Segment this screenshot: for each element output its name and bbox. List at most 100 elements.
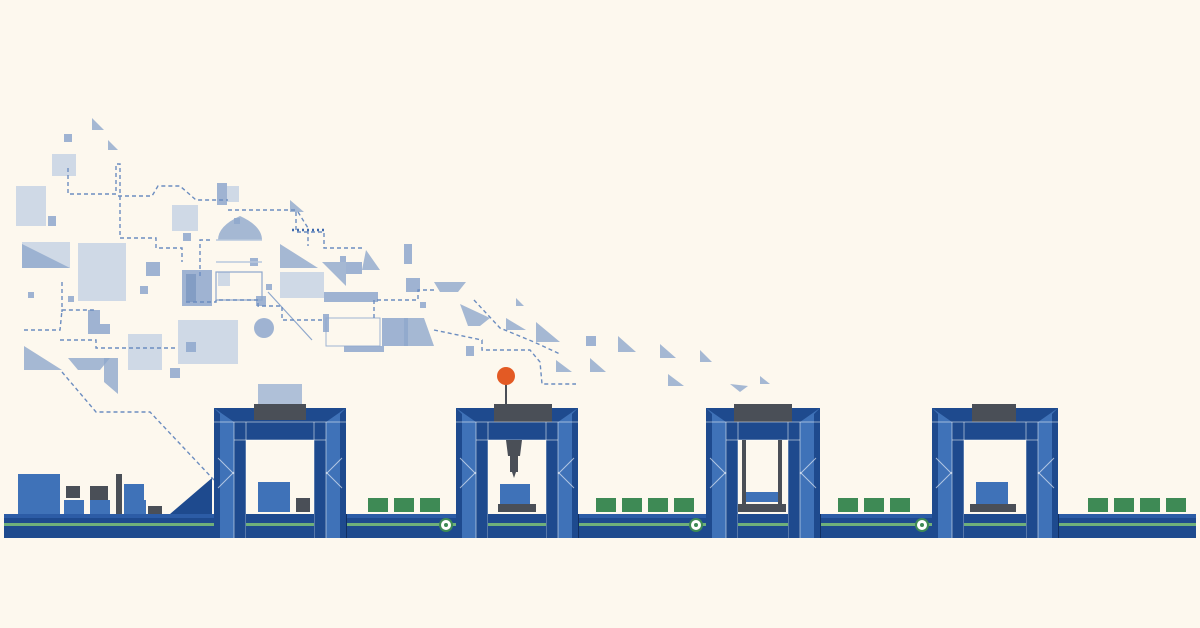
dashed-line <box>433 329 576 385</box>
fragment-square <box>382 318 408 346</box>
fragment-triangle <box>700 350 712 362</box>
product-box <box>674 498 694 512</box>
fragment-circle <box>254 318 274 338</box>
station-leg-left-edge <box>456 408 462 538</box>
station-leg-right-edge <box>814 408 820 538</box>
station-leg-right-edge <box>340 408 346 538</box>
station-1 <box>214 384 346 538</box>
workpiece-base <box>970 504 1016 512</box>
station-cap-dark <box>972 404 1016 422</box>
product-box <box>648 498 668 512</box>
fragment-square <box>420 302 426 308</box>
dashed-line <box>118 185 228 201</box>
station-brace <box>459 457 477 475</box>
press-arm <box>510 456 518 472</box>
fragment-line <box>267 291 313 341</box>
fragment-square <box>406 278 420 292</box>
station-belt-stripe <box>246 523 314 526</box>
belt-wheel-hub <box>920 523 924 527</box>
dashed-line <box>67 163 183 262</box>
raw-material-stack <box>18 474 212 514</box>
station-lintel <box>234 422 326 440</box>
fragment-square <box>52 154 76 176</box>
fragment-square <box>346 262 362 274</box>
product-box <box>864 498 884 512</box>
fragment-outline-box <box>215 271 263 301</box>
workpiece-block <box>258 482 290 512</box>
station-leg-left-edge <box>214 408 220 538</box>
dashed-line <box>373 289 436 318</box>
product-box <box>1166 498 1186 512</box>
station-leg-right-inner <box>314 440 326 538</box>
product-box <box>368 498 388 512</box>
station-brace <box>459 471 477 489</box>
crate-small <box>90 500 110 514</box>
fragment-square <box>256 296 266 306</box>
fragment-square <box>28 292 34 298</box>
fragment-triangle <box>556 360 572 372</box>
fragment-square <box>280 272 324 298</box>
belt-wheel-hub <box>694 523 698 527</box>
fragment-triangle <box>218 216 262 240</box>
station-leg-right-inner <box>546 440 558 538</box>
fragment-square <box>340 256 346 262</box>
fragment-triangle <box>92 118 104 130</box>
product-box <box>1088 498 1108 512</box>
fragment-triangle <box>660 344 676 358</box>
fragment-square <box>183 233 191 241</box>
crate-small <box>64 500 84 514</box>
fragment-triangle <box>506 318 526 330</box>
fragment-outline <box>216 239 262 263</box>
fragment-triangle <box>730 384 748 392</box>
press-tip <box>512 472 516 478</box>
fragment-square <box>48 216 56 226</box>
crate-dark <box>90 486 108 500</box>
fragment-square <box>172 205 198 231</box>
fragment-square <box>64 134 72 142</box>
station-leg-right-inner <box>1026 440 1038 538</box>
fragment-square <box>128 334 162 370</box>
fragment-triangle <box>322 262 346 286</box>
fragment-triangle <box>668 374 684 386</box>
fragment-square <box>586 336 596 346</box>
station-lintel <box>476 422 558 440</box>
fragment-triangle <box>108 140 118 150</box>
crate-dark <box>66 486 80 498</box>
dashed-line <box>473 299 561 355</box>
fragment-triangle <box>290 200 304 212</box>
fragment-square <box>404 244 412 264</box>
fragment-triangle <box>590 358 606 372</box>
press-rail-right <box>778 440 782 506</box>
crate-large <box>18 474 60 514</box>
fragment-square <box>186 342 196 352</box>
fragment-square <box>100 324 110 334</box>
belt-top-edge <box>4 514 1196 518</box>
dashed-line <box>60 339 176 349</box>
station-lintel <box>726 422 800 440</box>
dashed-line <box>297 211 309 246</box>
product-box <box>838 498 858 512</box>
dashed-line <box>228 209 362 249</box>
press-head <box>506 440 522 456</box>
station-brace <box>935 471 953 489</box>
fragment-square <box>68 296 74 302</box>
station-leg-right-edge <box>1052 408 1058 538</box>
fragment-square <box>218 272 230 286</box>
station-brace <box>557 471 575 489</box>
station-brace <box>1037 471 1055 489</box>
station-leg-left-inner <box>476 440 488 538</box>
fragment-square <box>466 346 474 356</box>
station-3 <box>706 404 820 538</box>
belt-wheel-hub <box>444 523 448 527</box>
station-brace <box>799 457 817 475</box>
floating-fragments-cloud <box>16 118 770 394</box>
station-cap <box>258 384 302 404</box>
dashed-line <box>186 299 324 321</box>
station-brace <box>709 457 727 475</box>
workpiece-base <box>738 504 786 512</box>
belt-green-stripe <box>4 523 1196 526</box>
station-leg-left-edge <box>932 408 938 538</box>
station-brace <box>557 457 575 475</box>
fragment-square <box>217 183 227 205</box>
